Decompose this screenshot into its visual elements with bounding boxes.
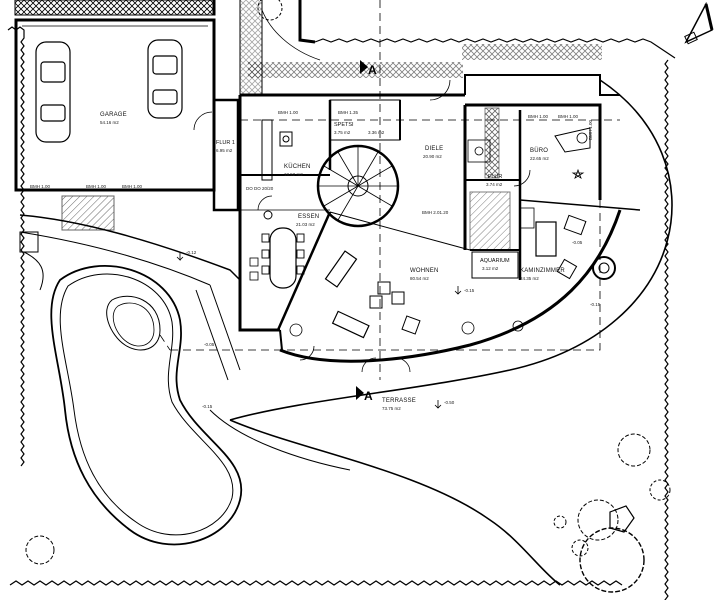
wohnen-name: WOHNEN	[410, 268, 439, 274]
flur1: FLUR 1 6.95 m2	[193, 98, 240, 212]
garage-bmh-2: BMH 1.00	[86, 184, 107, 189]
car-icon	[147, 39, 183, 119]
flur-area: 3.74 m2	[486, 182, 503, 187]
house-walls	[238, 74, 641, 332]
flur: FLUR 3.74 m2	[467, 139, 511, 251]
kitchen-name: KÜCHEN	[284, 163, 311, 170]
top-right-hatch	[462, 44, 602, 60]
kitchen-area: 18.52 m2	[284, 172, 303, 177]
swimming-pool	[50, 265, 243, 546]
svg-text:A: A	[364, 389, 373, 403]
driveway-hatch	[240, 0, 262, 95]
garage-bmh-1: BMH 1.00	[30, 184, 51, 189]
living-room: WOHNEN 80.54 m2	[289, 250, 524, 373]
level-kamin2: -0.15	[590, 302, 601, 307]
buero-name: BÜRO	[530, 147, 548, 154]
coffee-tables	[369, 281, 421, 335]
garage-area: 54.16 m2	[100, 120, 119, 125]
gate-element	[19, 231, 44, 291]
kitchen: KÜCHEN 18.52 m2 DO DO 20/20	[246, 119, 311, 220]
stair-hatch	[61, 195, 115, 231]
level-terrace-left: -0.15	[202, 404, 213, 409]
plant-icon	[571, 168, 585, 179]
sofa-icon	[331, 310, 370, 339]
flur1-area: 6.95 m2	[216, 148, 233, 153]
kamin-area: 24.35 m2	[520, 276, 539, 281]
spetsi-area2: 3.36 m2	[368, 130, 385, 135]
level-wohnen: -0.15	[464, 288, 475, 293]
level-kamin1: -0.05	[572, 240, 583, 245]
spetsi: SPETSI 3.75 m2 3.36 m2 BMH 1.00 BMH 1.35	[278, 99, 401, 141]
aquarium-area: 3.12 m2	[482, 266, 499, 271]
wohnen-area: 80.54 m2	[410, 276, 429, 281]
property-hedge-border	[7, 26, 676, 600]
diele: DIELE 20.90 m2 BMH 2.01.20	[422, 79, 451, 215]
aquarium: AQUARIUM 3.12 m2	[471, 251, 519, 279]
bmh-top-left: BMH 1.00	[278, 110, 299, 115]
essen-name: ESSEN	[298, 214, 319, 220]
flur1-name: FLUR 1	[216, 140, 235, 146]
door-diele: BMH 2.01.20	[422, 210, 449, 215]
tree-icons	[25, 0, 671, 593]
level-terrace: -0.50	[444, 400, 455, 405]
bmh-office-1: BMH 1.00	[528, 114, 549, 119]
bmh-office-2: BMH 1.00	[558, 114, 579, 119]
boundary-wall	[298, 0, 316, 44]
spetsi-name: SPETSI	[334, 122, 354, 128]
terrasse-area: 73.75 m2	[382, 406, 401, 411]
garden-ornament-icon	[609, 505, 635, 533]
dining-table	[269, 227, 297, 289]
office-desk	[554, 127, 591, 153]
svg-text:A: A	[368, 63, 377, 77]
dining-room: ESSEN 21.03 m2	[249, 214, 319, 289]
entry-hatch	[248, 62, 463, 78]
garden-path	[19, 214, 561, 586]
essen-area: 21.03 m2	[296, 222, 315, 227]
garage-bmh-3: BMH 1.00	[122, 184, 143, 189]
kitchen-door: DO DO 20/20	[246, 186, 274, 191]
car-icon	[35, 41, 71, 143]
garage-name: GARAGE	[100, 112, 127, 118]
diele-name: DIELE	[425, 146, 443, 152]
spiral-staircase	[316, 144, 400, 228]
north-arrow-icon	[684, 1, 714, 45]
chair-icons	[261, 233, 305, 275]
level-path: -0.05	[204, 342, 215, 347]
garage: GARAGE 54.16 m2 BMH 1.00 BMH 1.00 BMH 1.…	[14, 18, 216, 192]
sofa-icon	[324, 250, 358, 288]
office: BÜRO 22.65 m2 BMH 1.00 BMH 1.00 BMH 1.00	[484, 107, 593, 187]
kaminzimmer: KAMINZIMMER 24.35 m2	[519, 207, 616, 281]
sofa-icon	[535, 221, 557, 257]
terrace: TERRASSE 73.75 m2	[382, 398, 416, 411]
section-mark-bottom: A	[356, 386, 373, 403]
fireplace-icon	[592, 256, 616, 280]
terrasse-name: TERRASSE	[382, 398, 416, 404]
bmh-top-mid: BMH 1.35	[338, 110, 359, 115]
diele-area: 20.90 m2	[423, 154, 442, 159]
kamin-name: KAMINZIMMER	[520, 268, 565, 274]
level-garden: -0.12	[186, 250, 197, 255]
buero-area: 22.65 m2	[530, 156, 549, 161]
section-mark-top: A	[360, 60, 377, 77]
level-markers: -0.12 -0.05 -0.15 -0.50 -0.05 -0.15 -0.1…	[176, 240, 601, 409]
neighbor-wall-hatch	[14, 0, 216, 16]
aquarium-name: AQUARIUM	[480, 258, 510, 264]
spetsi-area: 3.75 m2	[334, 130, 351, 135]
